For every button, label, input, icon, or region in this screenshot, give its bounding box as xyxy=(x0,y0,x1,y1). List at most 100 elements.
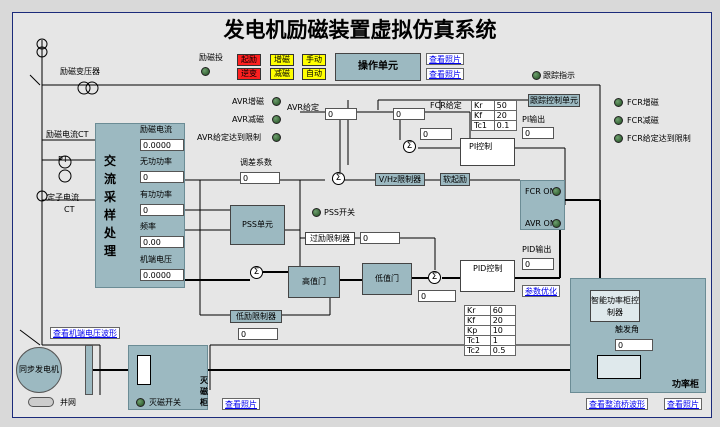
stop-button[interactable]: 逆变 xyxy=(237,68,261,80)
fcr-limit-led-icon xyxy=(614,134,623,143)
field-breaker-icon[interactable] xyxy=(137,355,151,385)
thyristor-bridge-icon xyxy=(597,355,641,379)
track-indicator-led-icon xyxy=(532,71,541,80)
exc-transformer-label: 励磁变压器 xyxy=(60,67,100,76)
pi-param-value[interactable]: 50 xyxy=(493,100,518,111)
pid-output-value: 0 xyxy=(522,258,554,270)
fcr-set-label: FCR给定 xyxy=(430,101,462,110)
avr-on-led-icon xyxy=(552,219,561,228)
pi-output-value: 0 xyxy=(522,127,554,139)
final-summer: Σ xyxy=(428,271,441,284)
exc-ct-label: 励磁电流CT xyxy=(46,130,89,139)
pi-control-block[interactable]: PI控制 xyxy=(460,138,515,166)
pid-param-value[interactable]: 0.5 xyxy=(489,345,517,356)
freq-label: 频率 xyxy=(140,222,156,231)
droop-value[interactable]: 0 xyxy=(240,172,280,184)
smart-rectifier-controller[interactable]: 智能功率柜控制器 xyxy=(590,290,640,322)
pid-param-value[interactable]: 1 xyxy=(489,335,517,346)
avr-dec-label: AVR减磁 xyxy=(232,115,264,124)
reactive-value: 0 xyxy=(140,171,184,183)
fcr-inc-led-icon xyxy=(614,98,623,107)
param-optimize-link[interactable]: 参数优化 xyxy=(522,285,560,297)
pi-param-value[interactable]: 20 xyxy=(493,110,518,121)
final-sum-output: 0 xyxy=(418,290,456,302)
field-cabinet-label: 灭磁柜 xyxy=(200,376,208,407)
increase-button[interactable]: 增磁 xyxy=(270,54,294,66)
fcr-set-value[interactable]: 0 xyxy=(393,108,425,120)
pid-param-name: Kp xyxy=(464,325,491,336)
pid-param-name: Tc2 xyxy=(464,345,491,356)
stator-ct-label: 定子电流 xyxy=(47,193,79,202)
manual-button[interactable]: 手动 xyxy=(302,54,326,66)
pid-param-value[interactable]: 10 xyxy=(489,325,517,336)
grid-toggle[interactable] xyxy=(28,397,54,407)
pid-param-name: Kf xyxy=(464,315,491,326)
pi-output-label: PI输出 xyxy=(522,115,546,124)
pid-param-name: Kr xyxy=(464,305,491,316)
over-exc-limiter-block[interactable]: 过励限制器 xyxy=(305,232,355,245)
avr-on-label: AVR ON xyxy=(525,219,556,228)
field-breaker-led-icon xyxy=(136,398,145,407)
pss-unit-block[interactable]: PSS单元 xyxy=(230,205,285,245)
pi-param-name: Kr xyxy=(471,100,495,111)
fcr-on-led-icon xyxy=(552,187,561,196)
high-gate-block[interactable]: 高值门 xyxy=(288,266,340,298)
avr-summer: Σ xyxy=(332,172,345,185)
pi-param-name: Tc1 xyxy=(471,120,495,131)
term-voltage-value: 0.0000 xyxy=(140,269,184,281)
fcr-inc-label: FCR增磁 xyxy=(627,98,659,107)
avr-dec-led-icon xyxy=(272,115,281,124)
soft-start-block[interactable]: 软起励 xyxy=(440,173,470,186)
pid-control-block[interactable]: PID控制 xyxy=(460,260,515,292)
busbar xyxy=(85,345,93,395)
decrease-button[interactable]: 减磁 xyxy=(270,68,294,80)
view-photo-link-1[interactable]: 查看照片 xyxy=(426,53,464,65)
pid-param-name: Tc1 xyxy=(464,335,491,346)
excitation-led-icon xyxy=(201,67,210,76)
page-title: 发电机励磁装置虚拟仿真系统 xyxy=(223,18,497,42)
pss-switch-label: PSS开关 xyxy=(324,208,355,217)
pid-control-label: PID控制 xyxy=(473,264,503,273)
low-gate-block[interactable]: 低值门 xyxy=(362,263,412,295)
view-photo-link-2[interactable]: 查看照片 xyxy=(426,68,464,80)
fcr-on-label: FCR ON xyxy=(525,187,556,196)
avr-inc-label: AVR增磁 xyxy=(232,97,264,106)
pi-param-value[interactable]: 0.1 xyxy=(493,120,518,131)
droop-label: 调差系数 xyxy=(240,158,272,167)
exc-current-value: 0.0000 xyxy=(140,139,184,151)
grid-label: 并网 xyxy=(60,398,76,407)
active-value: 0 xyxy=(140,204,184,216)
vhz-limiter-block[interactable]: V/Hz限制器 xyxy=(375,173,425,186)
pid-param-value[interactable]: 60 xyxy=(489,305,517,316)
fcr-limit-label: FCR给定达到限制 xyxy=(627,134,691,143)
pi-param-name: Kf xyxy=(471,110,495,121)
avr-set-value[interactable]: 0 xyxy=(325,108,357,120)
view-photo-link-4[interactable]: 查看照片 xyxy=(664,398,702,410)
view-bridge-waveform-link[interactable]: 查看整流桥波形 xyxy=(586,398,648,410)
avr-limit-led-icon xyxy=(272,133,281,142)
start-button[interactable]: 起励 xyxy=(237,54,261,66)
pid-param-value[interactable]: 20 xyxy=(489,315,517,326)
fire-angle-label: 触发角 xyxy=(615,325,639,334)
view-photo-link-3[interactable]: 查看照片 xyxy=(222,398,260,410)
generator-icon: 同步发电机 xyxy=(16,347,62,393)
operation-unit-button[interactable]: 操作单元 xyxy=(335,53,421,81)
exc-current-label: 励磁电流 xyxy=(140,125,172,134)
pid-output-label: PID输出 xyxy=(522,245,552,254)
auto-button[interactable]: 自动 xyxy=(302,68,326,80)
view-voltage-waveform-link[interactable]: 查看机端电压波形 xyxy=(50,327,120,339)
pt-label: PT xyxy=(58,155,68,164)
under-exc-limiter-block[interactable]: 低励限制器 xyxy=(230,310,282,323)
field-breaker-label: 灭磁开关 xyxy=(149,398,181,407)
track-control-unit-button[interactable]: 跟踪控制单元 xyxy=(528,94,580,107)
